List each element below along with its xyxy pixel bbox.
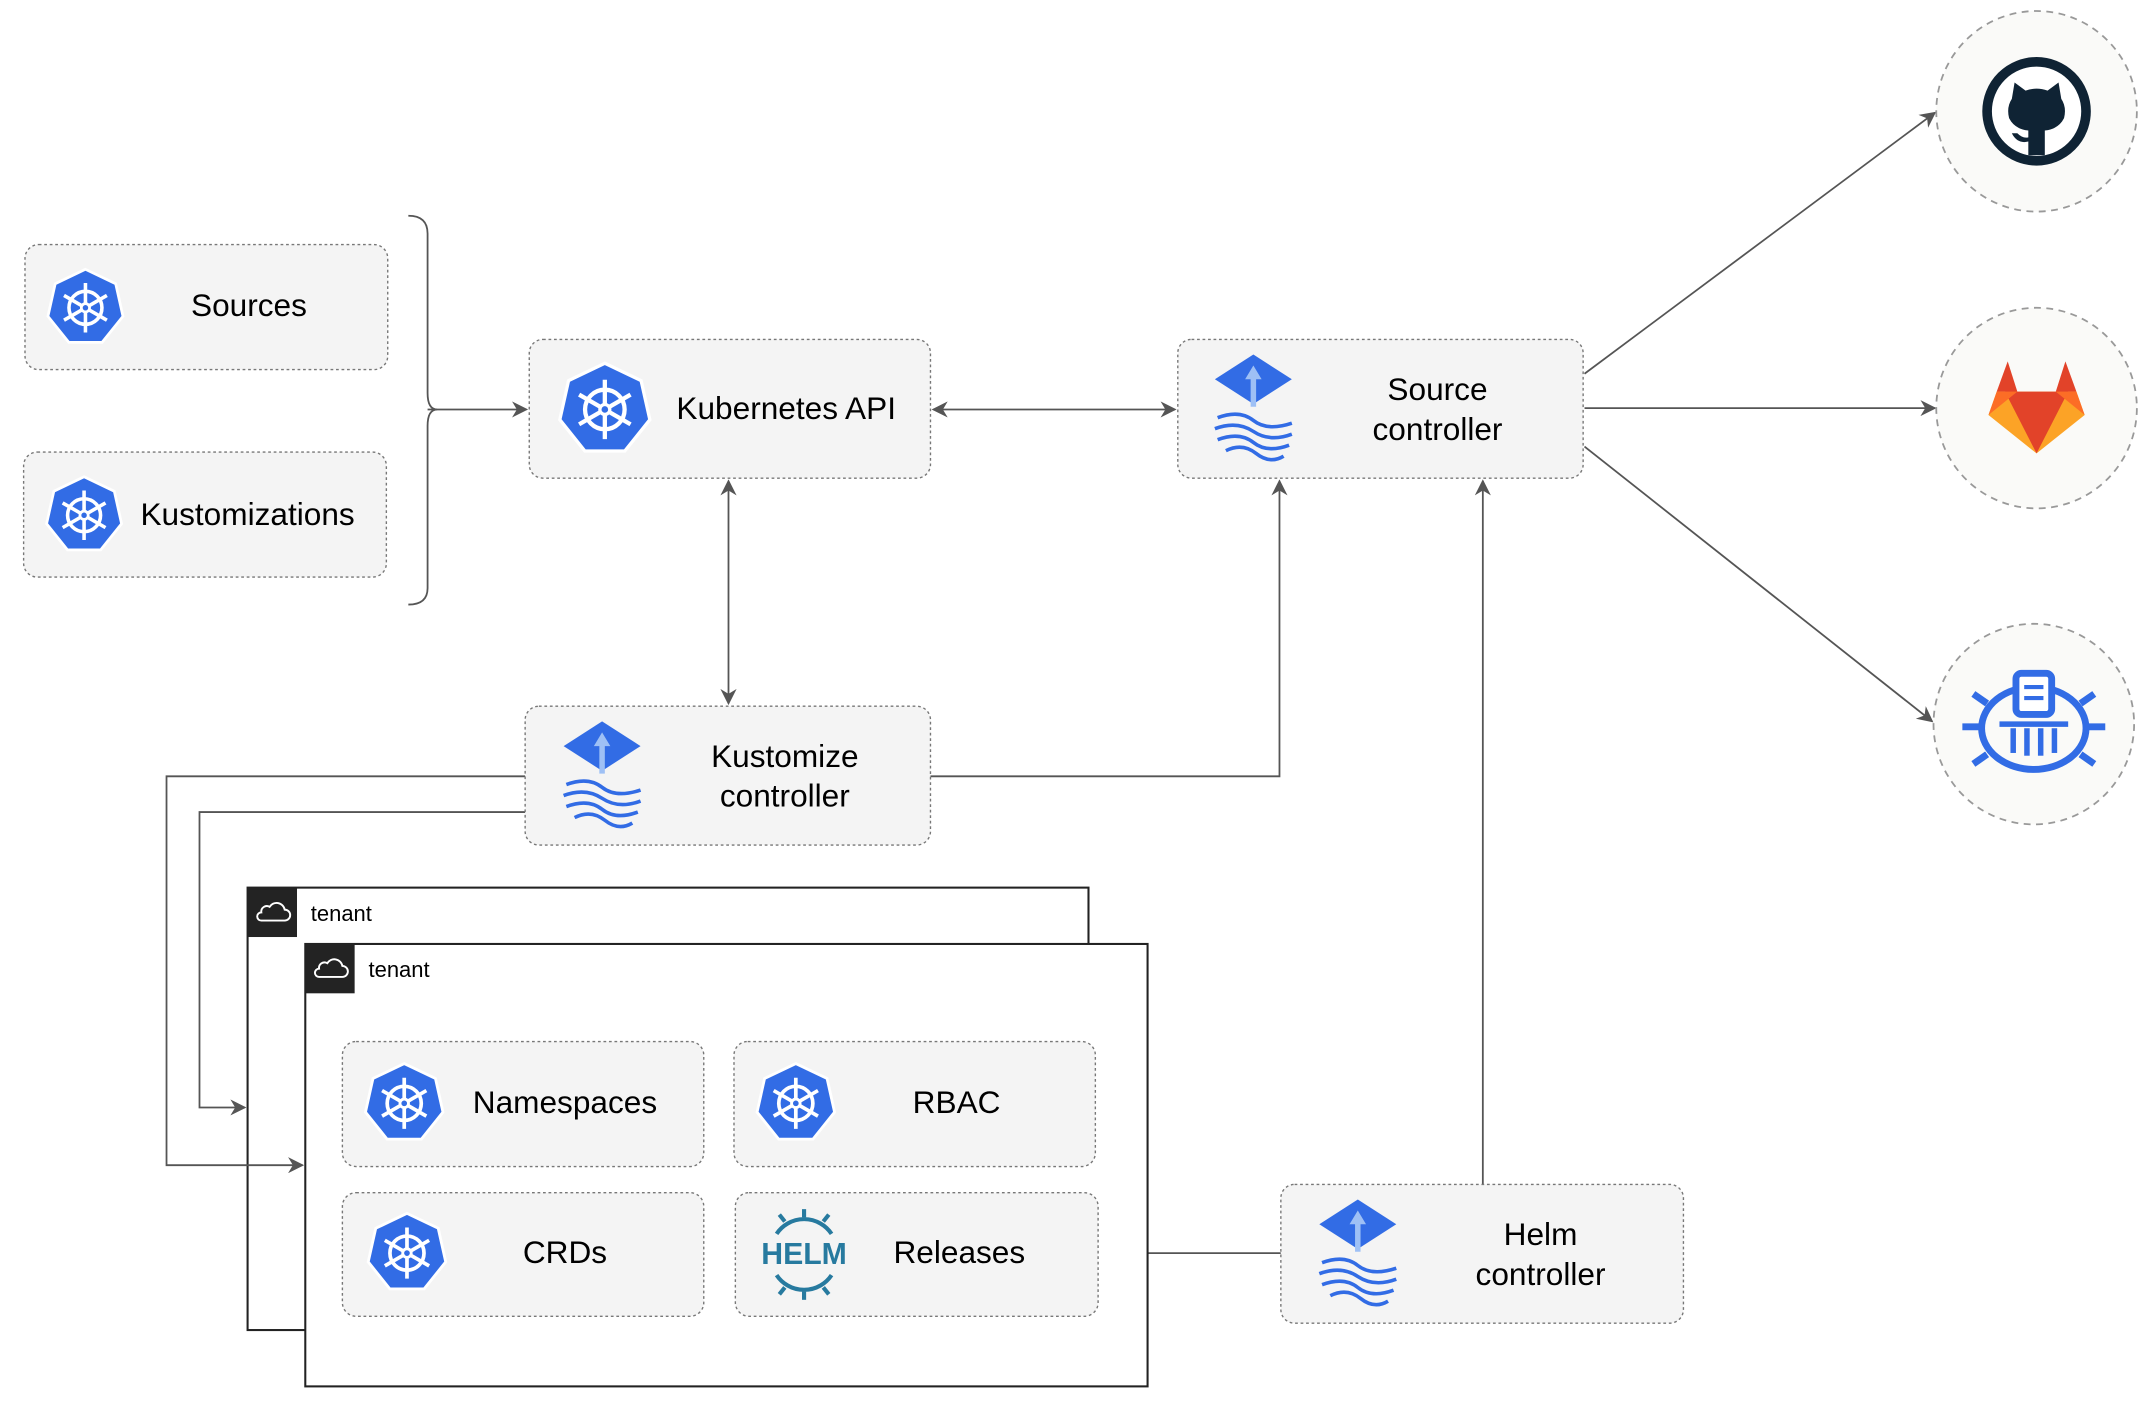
arrow-kustomize-to-tenant-front (165, 775, 526, 1174)
kubernetes-api-label: Kubernetes API (676, 390, 896, 426)
github-icon (1982, 57, 2091, 166)
namespaces-label: Namespaces (473, 1084, 657, 1120)
rbac-node[interactable]: RBAC (733, 1040, 1097, 1168)
kubernetes-api-node[interactable]: Kubernetes API (528, 338, 932, 479)
github-node[interactable] (1935, 10, 2138, 213)
helm-controller-node[interactable]: Helm controller (1280, 1183, 1685, 1324)
kustomize-controller-node[interactable]: Kustomize controller (524, 705, 932, 846)
helm-icon: HELM (761, 1209, 847, 1300)
sources-node[interactable]: Sources (24, 243, 389, 371)
helm-icon-text: HELM (761, 1238, 847, 1271)
releases-node[interactable]: HELM Releases (734, 1191, 1099, 1318)
arrow-kustomize-to-tenant-back (198, 811, 526, 1116)
releases-label: Releases (893, 1234, 1025, 1270)
sources-label: Sources (191, 287, 307, 323)
helm-controller-label-line1: Helm (1504, 1216, 1578, 1252)
bucket-icon (1962, 669, 2106, 773)
kustomize-controller-label-line1: Kustomize (711, 738, 858, 774)
helm-controller-label-line2: controller (1476, 1256, 1606, 1292)
tenant-label: tenant (369, 957, 430, 982)
source-controller-node[interactable]: Source controller (1177, 338, 1584, 479)
kustomize-controller-label-line2: controller (720, 778, 850, 814)
gitlab-node[interactable] (1935, 306, 2138, 510)
namespaces-node[interactable]: Namespaces (341, 1040, 705, 1168)
arrow-kustomize-to-source (930, 479, 1288, 778)
arrow-source-to-bucket (1583, 445, 1934, 723)
tenant-label: tenant (311, 901, 372, 926)
cloud-icon (305, 943, 355, 994)
crds-node[interactable]: CRDs (341, 1191, 705, 1318)
cloud-icon (247, 887, 298, 938)
rbac-label: RBAC (913, 1084, 1001, 1120)
arrow-source-to-github (1583, 111, 1937, 375)
bucket-node[interactable] (1932, 622, 2136, 826)
kustomizations-node[interactable]: Kustomizations (22, 451, 388, 578)
source-controller-label-line2: controller (1373, 411, 1503, 447)
kustomizations-label: Kustomizations (140, 496, 354, 532)
gitlab-icon (1988, 361, 2085, 454)
source-controller-label-line1: Source (1387, 371, 1487, 407)
crds-label: CRDs (523, 1234, 607, 1270)
